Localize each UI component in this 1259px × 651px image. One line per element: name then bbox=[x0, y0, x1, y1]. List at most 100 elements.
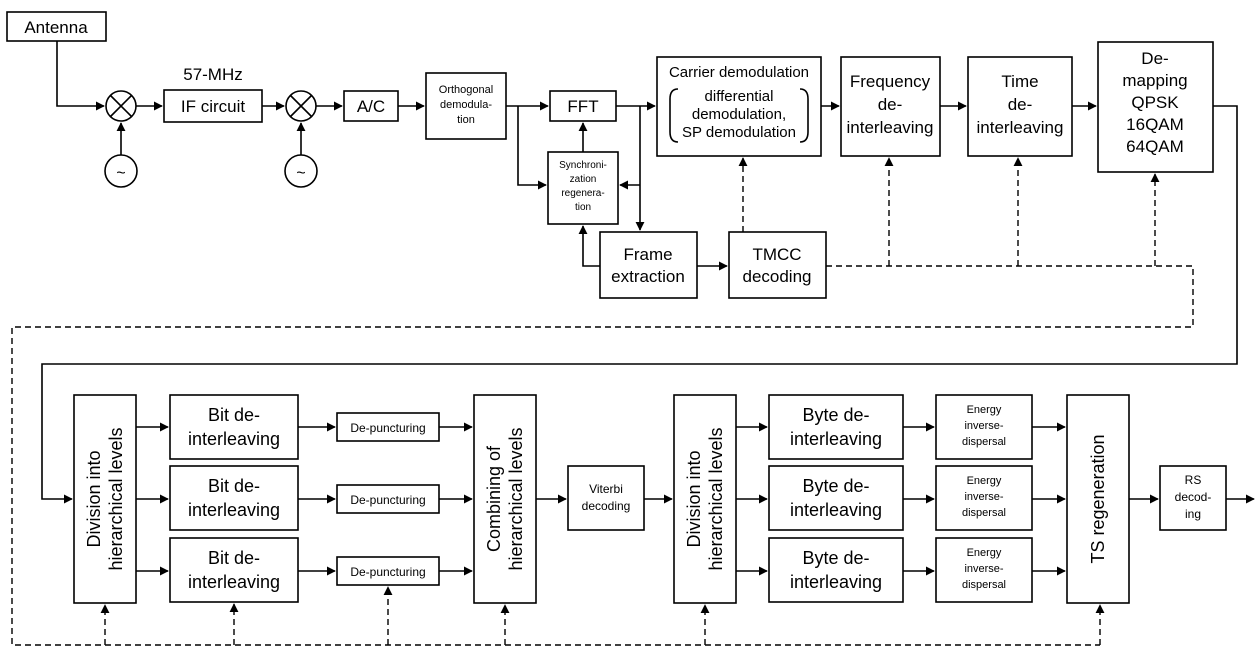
svg-text:de-: de- bbox=[878, 95, 903, 114]
adc-label: A/C bbox=[357, 97, 385, 116]
fft-block: FFT bbox=[549, 90, 617, 122]
svg-text:De-puncturing: De-puncturing bbox=[350, 565, 425, 579]
svg-text:Byte de-: Byte de- bbox=[802, 548, 869, 568]
orthogonal-demodulation-block: Orthogonal demodula- tion bbox=[425, 72, 507, 140]
bit-deinterleaving-1-block: Bit de- interleaving bbox=[169, 394, 299, 460]
mixer-1-icon bbox=[105, 90, 137, 122]
svg-text:tion: tion bbox=[575, 202, 591, 213]
svg-text:extraction: extraction bbox=[611, 267, 685, 286]
energy-dispersal-3-block: Energy inverse- dispersal bbox=[935, 537, 1033, 603]
carrier-demodulation-block: Carrier demodulation differential demodu… bbox=[656, 56, 822, 157]
svg-text:Division into: Division into bbox=[84, 450, 104, 547]
fft-label: FFT bbox=[567, 97, 598, 116]
svg-text:QPSK: QPSK bbox=[1131, 93, 1179, 112]
byte-deinterleaving-1-block: Byte de- interleaving bbox=[768, 394, 904, 460]
svg-text:demodula-: demodula- bbox=[440, 99, 492, 111]
bit-deinterleaving-2-block: Bit de- interleaving bbox=[169, 465, 299, 531]
byte-deinterleaving-2-block: Byte de- interleaving bbox=[768, 465, 904, 531]
svg-text:SP demodulation: SP demodulation bbox=[682, 124, 796, 141]
svg-text:RS: RS bbox=[1185, 473, 1202, 487]
if-circuit-label: IF circuit bbox=[181, 97, 246, 116]
energy-dispersal-2-block: Energy inverse- dispersal bbox=[935, 465, 1033, 531]
synchronization-regeneration-block: Synchroni- zation regenera- tion bbox=[547, 151, 619, 225]
svg-text:Bit de-: Bit de- bbox=[208, 548, 260, 568]
svg-text:ing: ing bbox=[1185, 507, 1201, 521]
svg-text:Division into: Division into bbox=[684, 450, 704, 547]
mixer-2-icon bbox=[285, 90, 317, 122]
svg-text:Combining of: Combining of bbox=[484, 445, 504, 552]
svg-text:dispersal: dispersal bbox=[962, 436, 1006, 448]
svg-text:inverse-: inverse- bbox=[964, 420, 1003, 432]
svg-text:inverse-: inverse- bbox=[964, 491, 1003, 503]
svg-text:differential: differential bbox=[705, 88, 774, 105]
svg-text:Carrier demodulation: Carrier demodulation bbox=[669, 64, 809, 81]
svg-text:decod-: decod- bbox=[1175, 490, 1212, 504]
svg-text:Orthogonal: Orthogonal bbox=[439, 84, 493, 96]
antenna-label: Antenna bbox=[24, 18, 88, 37]
svg-text:interleaving: interleaving bbox=[790, 429, 882, 449]
tmcc-decoding-block: TMCC decoding bbox=[728, 231, 827, 299]
svg-text:~: ~ bbox=[296, 165, 305, 182]
svg-text:Byte de-: Byte de- bbox=[802, 405, 869, 425]
adc-block: A/C bbox=[343, 90, 399, 122]
svg-text:interleaving: interleaving bbox=[977, 118, 1064, 137]
bit-deinterleaving-3-block: Bit de- interleaving bbox=[169, 537, 299, 603]
depuncturing-2-block: De-puncturing bbox=[336, 484, 440, 514]
svg-text:interleaving: interleaving bbox=[847, 118, 934, 137]
svg-text:interleaving: interleaving bbox=[790, 500, 882, 520]
svg-text:zation: zation bbox=[570, 174, 597, 185]
svg-text:De-: De- bbox=[1141, 49, 1168, 68]
byte-deinterleaving-3-block: Byte de- interleaving bbox=[768, 537, 904, 603]
svg-text:Time: Time bbox=[1001, 72, 1038, 91]
svg-text:inverse-: inverse- bbox=[964, 563, 1003, 575]
svg-text:interleaving: interleaving bbox=[188, 500, 280, 520]
svg-text:tion: tion bbox=[457, 114, 475, 126]
frequency-deinterleaving-block: Frequency de- interleaving bbox=[840, 56, 941, 157]
svg-text:hierarchical levels: hierarchical levels bbox=[706, 427, 726, 570]
svg-text:mapping: mapping bbox=[1122, 71, 1187, 90]
demapping-block: De- mapping QPSK 16QAM 64QAM bbox=[1097, 41, 1214, 173]
depuncturing-1-block: De-puncturing bbox=[336, 412, 440, 442]
svg-text:dispersal: dispersal bbox=[962, 507, 1006, 519]
svg-text:Energy: Energy bbox=[967, 475, 1002, 487]
depuncturing-3-block: De-puncturing bbox=[336, 556, 440, 586]
svg-text:regenera-: regenera- bbox=[561, 188, 604, 199]
frame-extraction-block: Frame extraction bbox=[599, 231, 698, 299]
svg-text:Bit de-: Bit de- bbox=[208, 405, 260, 425]
svg-text:Energy: Energy bbox=[967, 404, 1002, 416]
if-circuit-block: IF circuit bbox=[163, 89, 263, 123]
svg-text:16QAM: 16QAM bbox=[1126, 115, 1184, 134]
svg-text:TS regeneration: TS regeneration bbox=[1088, 434, 1108, 563]
svg-text:De-puncturing: De-puncturing bbox=[350, 421, 425, 435]
svg-text:Synchroni-: Synchroni- bbox=[559, 160, 607, 171]
svg-text:de-: de- bbox=[1008, 95, 1033, 114]
viterbi-decoding-block: Viterbi decoding bbox=[567, 465, 645, 531]
svg-text:hierarchical levels: hierarchical levels bbox=[506, 427, 526, 570]
antenna-block: Antenna bbox=[6, 11, 107, 42]
oscillator-2-icon: ~ bbox=[284, 154, 318, 188]
combining-hierarchical-levels-block: Combining of hierarchical levels bbox=[473, 394, 537, 604]
svg-text:interleaving: interleaving bbox=[188, 572, 280, 592]
svg-text:dispersal: dispersal bbox=[962, 579, 1006, 591]
svg-text:De-puncturing: De-puncturing bbox=[350, 493, 425, 507]
energy-dispersal-1-block: Energy inverse- dispersal bbox=[935, 394, 1033, 460]
svg-text:Byte de-: Byte de- bbox=[802, 476, 869, 496]
division-hierarchical-levels-2-block: Division into hierarchical levels bbox=[673, 394, 737, 604]
if-frequency-label: 57-MHz bbox=[183, 65, 243, 84]
oscillator-1-icon: ~ bbox=[104, 154, 138, 188]
svg-text:Viterbi: Viterbi bbox=[589, 482, 623, 496]
svg-text:demodulation,: demodulation, bbox=[692, 106, 786, 123]
svg-text:Energy: Energy bbox=[967, 547, 1002, 559]
svg-text:decoding: decoding bbox=[582, 499, 631, 513]
rs-decoding-block: RS decod- ing bbox=[1159, 465, 1227, 531]
svg-text:decoding: decoding bbox=[742, 267, 811, 286]
ts-regeneration-block: TS regeneration bbox=[1066, 394, 1130, 604]
svg-text:Bit de-: Bit de- bbox=[208, 476, 260, 496]
division-hierarchical-levels-1-block: Division into hierarchical levels bbox=[73, 394, 137, 604]
svg-text:Frequency: Frequency bbox=[850, 72, 931, 91]
svg-text:64QAM: 64QAM bbox=[1126, 137, 1184, 156]
svg-text:interleaving: interleaving bbox=[188, 429, 280, 449]
svg-text:interleaving: interleaving bbox=[790, 572, 882, 592]
svg-text:hierarchical levels: hierarchical levels bbox=[106, 427, 126, 570]
